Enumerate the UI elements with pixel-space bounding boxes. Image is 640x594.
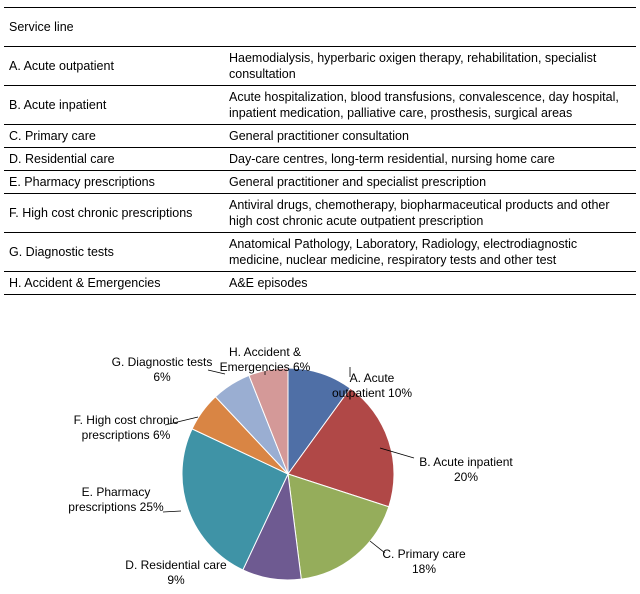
service-description-cell: A&E episodes [225,271,636,295]
service-description-cell: Day-care centres, long-term residential,… [225,147,636,171]
service-line-cell: E. Pharmacy prescriptions [4,170,225,194]
service-line-cell: A. Acute outpatient [4,46,225,86]
leader-line [162,510,182,513]
service-description-cell: General practitioner consultation [225,124,636,148]
table-header-row: Service line [4,7,636,47]
service-line-cell: D. Residential care [4,147,225,171]
service-description-cell: Haemodialysis, hyperbaric oxigen therapy… [225,46,636,86]
pie-slice-c [287,473,390,580]
service-line-cell: H. Accident & Emergencies [4,271,225,295]
service-description-cell: Anatomical Pathology, Laboratory, Radiol… [225,232,636,272]
pie-slice-h [248,367,289,475]
service-description-cell: General practitioner and specialist pres… [225,170,636,194]
leader-line [369,540,386,554]
pie-slice-b [287,387,395,508]
table-header-cell: Service line [4,7,225,47]
slice-label-h: H. Accident &Emergencies 6% [220,345,311,374]
service-line-cell: B. Acute inpatient [4,85,225,125]
service-line-cell: F. High cost chronic prescriptions [4,193,225,233]
service-description-cell: Antiviral drugs, chemotherapy, biopharma… [225,193,636,233]
leader-line [164,416,199,426]
service-line-cell: G. Diagnostic tests [4,232,225,272]
service-line-cell: C. Primary care [4,124,225,148]
table-header-empty-cell [225,7,636,47]
leader-line [207,369,226,375]
pie-slice-e [181,428,289,571]
leader-line [379,447,415,459]
service-description-cell: Acute hospitalization, blood transfusion… [225,85,636,125]
